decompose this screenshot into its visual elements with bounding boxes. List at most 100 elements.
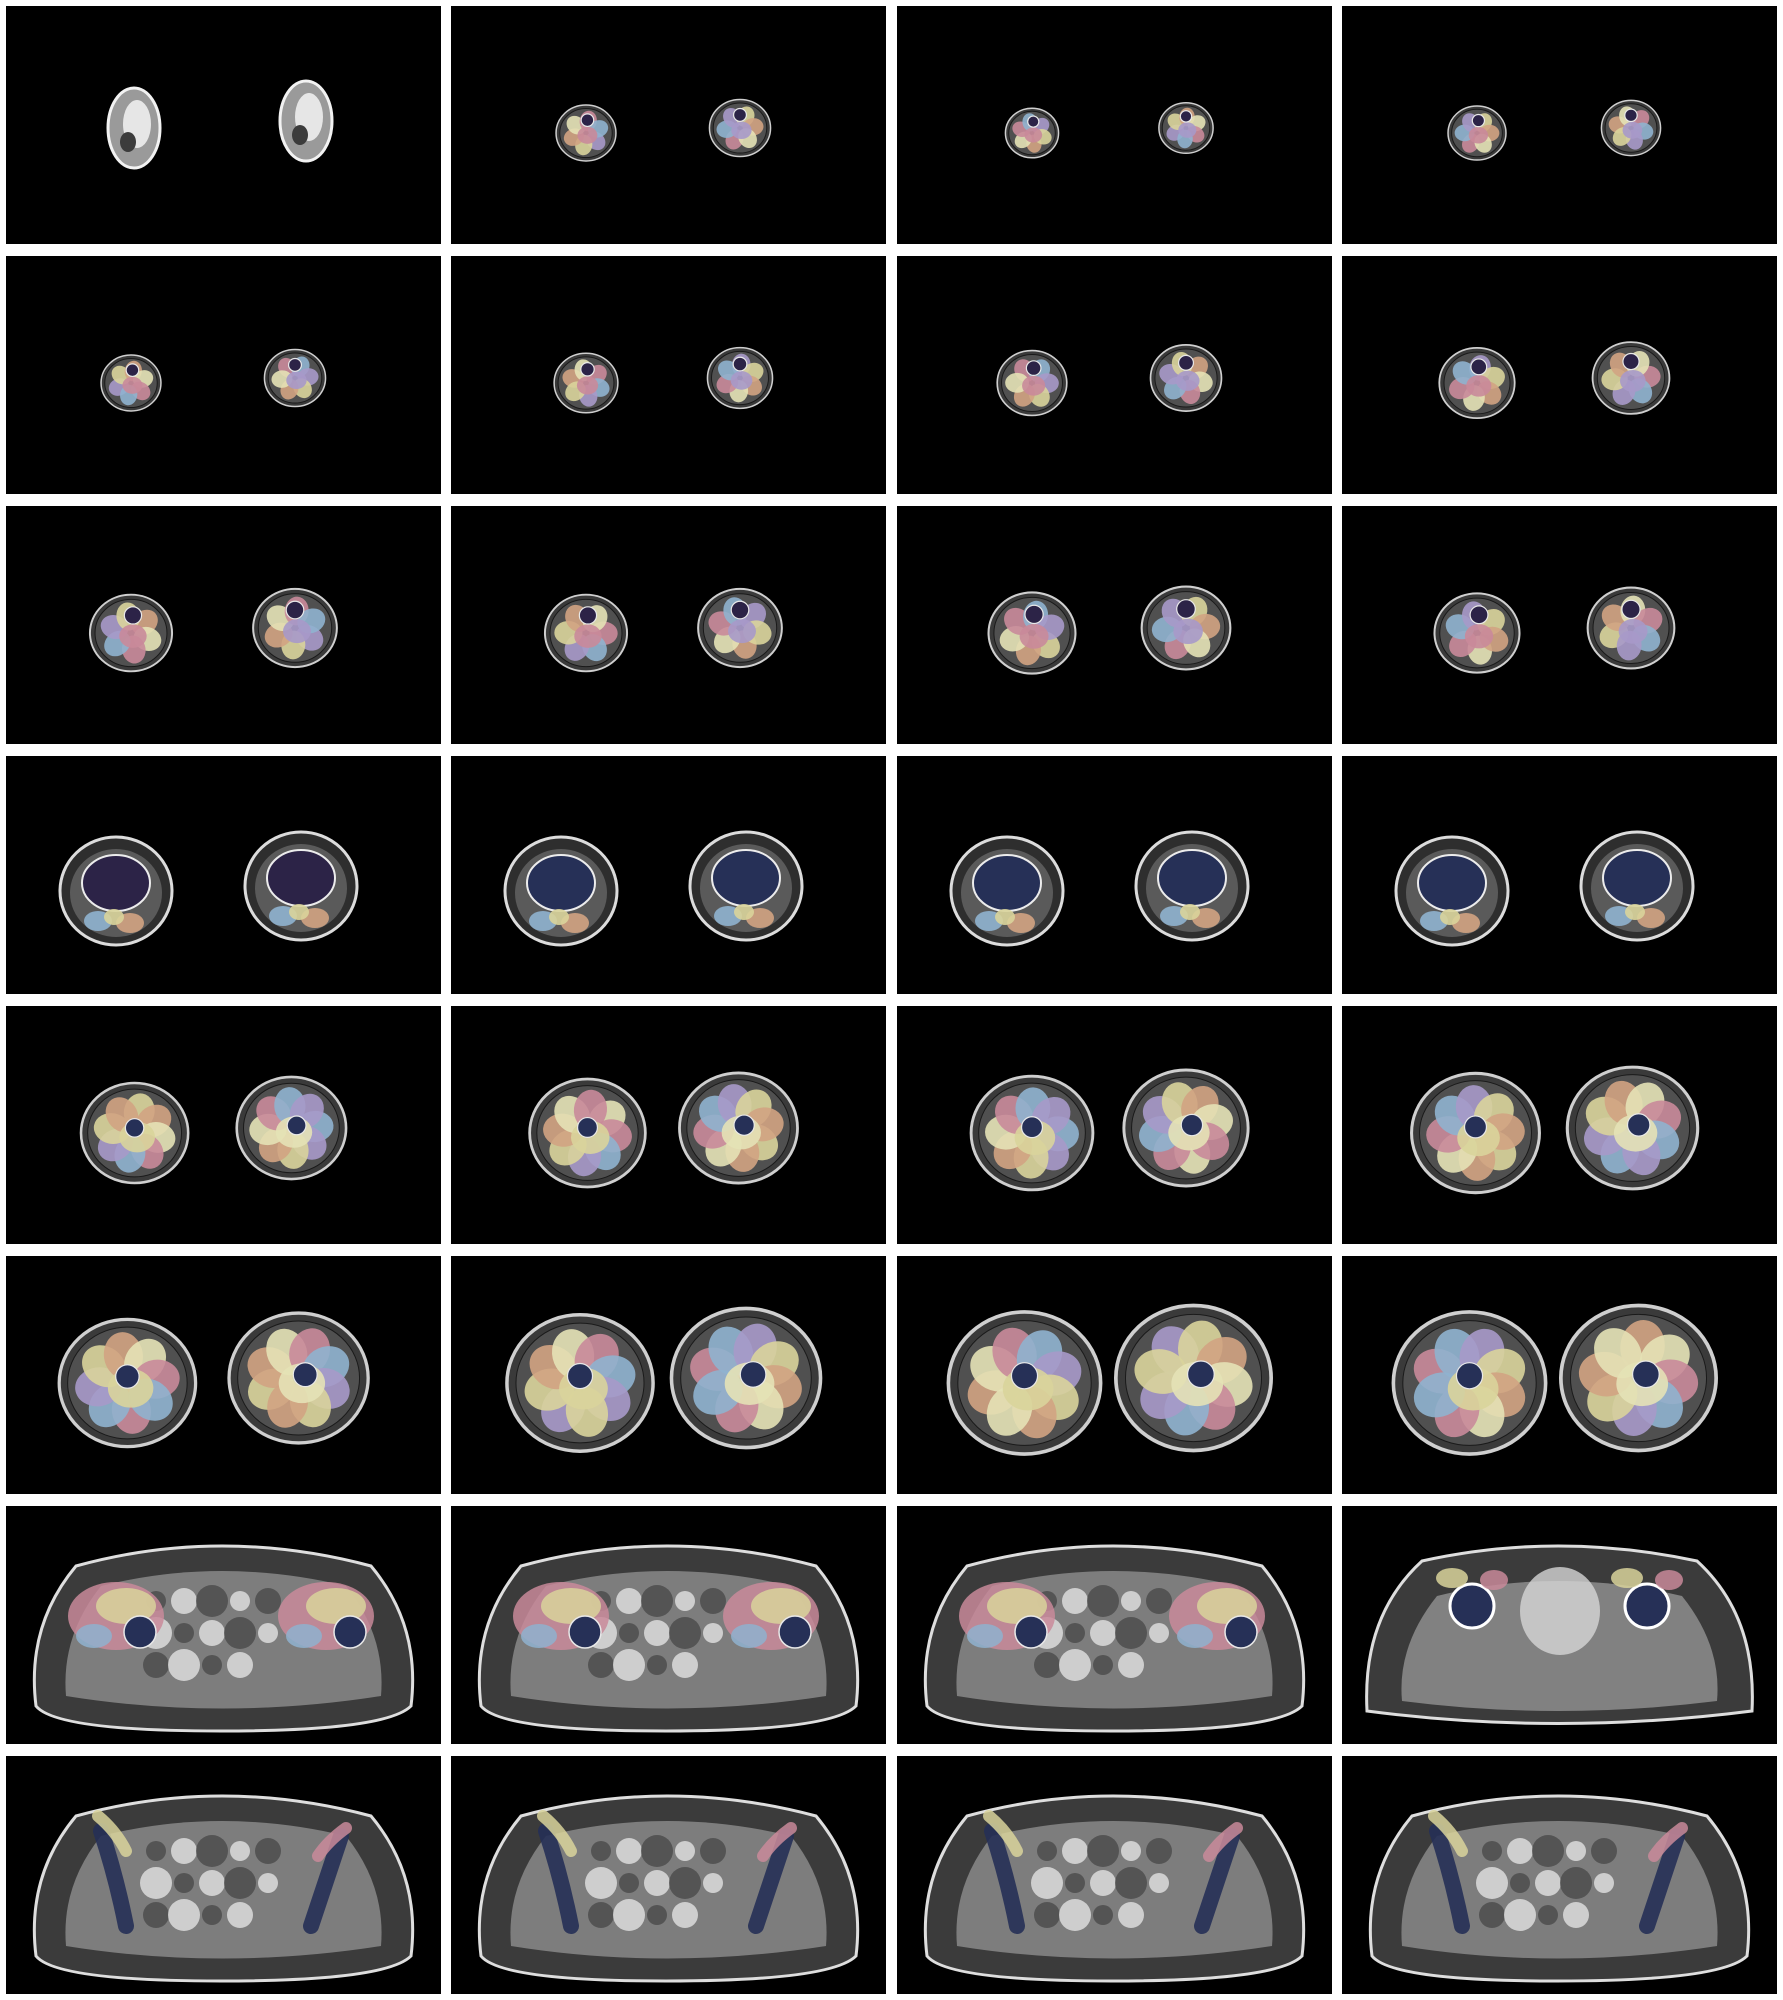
limb-cross-section: [1391, 1310, 1548, 1456]
viscera: [669, 1617, 701, 1649]
femoral-head: [1014, 1615, 1048, 1649]
viscera: [1059, 1899, 1091, 1931]
tissue: [120, 132, 136, 152]
knee-cross-section: [58, 835, 174, 947]
knee-cross-section: [1579, 830, 1695, 942]
femoral-head: [1224, 1615, 1258, 1649]
mri-slice-image: [1447, 99, 1662, 161]
mri-slice-image: [88, 587, 338, 673]
abdomen-cross-section: [477, 1794, 860, 1983]
viscera: [196, 1835, 228, 1867]
mri-slice-panel: [451, 256, 886, 494]
viscera: [644, 1620, 670, 1646]
fascia-outline: [1443, 351, 1511, 415]
bone: [1024, 604, 1044, 625]
femur-condyle: [1417, 854, 1487, 912]
muscle-segment: [987, 1588, 1047, 1624]
viscera: [672, 1652, 698, 1678]
bone: [1176, 599, 1196, 619]
limb-cross-section: [946, 1310, 1103, 1456]
mri-slice-panel: [6, 1506, 441, 1744]
viscera: [1115, 1867, 1147, 1899]
mri-slice-image: [528, 1071, 799, 1189]
viscera: [1118, 1902, 1144, 1928]
viscera: [1532, 1835, 1564, 1867]
bone: [580, 113, 595, 128]
mri-slice-panel: [6, 1756, 441, 1994]
viscera: [591, 1841, 611, 1861]
mri-slice-image: [923, 1794, 1306, 1983]
viscera: [619, 1873, 639, 1893]
muscle-segment: [1480, 1570, 1508, 1590]
fascia-outline: [711, 350, 769, 406]
muscle-segment: [734, 904, 754, 920]
soft-tissue: [65, 1821, 382, 1959]
muscle-segment: [1611, 1568, 1643, 1588]
bladder: [1520, 1567, 1600, 1655]
muscle-segment: [537, 1810, 577, 1857]
mri-slice-panel: [1342, 256, 1777, 494]
fascia-outline: [957, 1320, 1092, 1446]
limb-cross-section: [88, 593, 174, 673]
muscle-segment: [96, 1588, 156, 1624]
femur-condyle: [972, 854, 1042, 912]
fascia-outline: [1001, 354, 1063, 412]
fascia-outline: [549, 598, 623, 668]
viscera: [1034, 1652, 1060, 1678]
limb-cross-section: [1158, 101, 1214, 155]
mri-slice-image: [555, 98, 772, 162]
mri-slice-panel: [897, 756, 1332, 994]
bone: [578, 606, 598, 625]
muscle-segment: [1022, 375, 1046, 396]
mri-slice-panel: [1342, 6, 1777, 244]
fascia-outline: [1574, 1074, 1691, 1182]
limb-cross-section: [1559, 1303, 1718, 1453]
muscle-segment: [576, 376, 599, 395]
viscera: [647, 1905, 667, 1925]
femoral-head: [333, 1615, 367, 1649]
viscera: [1065, 1623, 1085, 1643]
viscera: [143, 1652, 169, 1678]
fascia-outline: [1439, 597, 1515, 669]
viscera: [619, 1623, 639, 1643]
viscera: [1121, 1841, 1141, 1861]
muscle-segment: [1466, 375, 1492, 397]
limb-cross-section: [1591, 341, 1671, 415]
mri-slice-image: [477, 1544, 860, 1733]
mri-slice-panel: [451, 1006, 886, 1244]
muscle-segment: [122, 376, 143, 394]
limb-cross-section: [1433, 592, 1521, 674]
limb-cross-section: [697, 587, 783, 669]
iliac-muscle: [748, 1828, 794, 1934]
mri-slice-image: [923, 1544, 1306, 1733]
fascia-outline: [267, 352, 323, 404]
viscera: [1563, 1902, 1589, 1928]
viscera: [616, 1588, 642, 1614]
viscera: [258, 1623, 278, 1643]
muscle-segment: [1203, 1822, 1243, 1862]
limb-cross-section: [252, 587, 338, 669]
muscle-segment: [1175, 370, 1200, 391]
viscera: [1087, 1835, 1119, 1867]
muscle-segment: [1468, 126, 1489, 144]
mri-slice-image: [32, 1544, 415, 1733]
viscera: [255, 1588, 281, 1614]
viscera: [613, 1899, 645, 1931]
bone: [1622, 352, 1640, 371]
bone: [580, 362, 595, 377]
iliac-muscle: [303, 1828, 349, 1934]
femur-condyle: [1602, 849, 1672, 907]
viscera: [1031, 1867, 1063, 1899]
mri-slice-image: [1410, 1065, 1700, 1195]
mri-slice-image: [58, 830, 359, 947]
viscera: [1062, 1838, 1088, 1864]
muscle-segment: [119, 624, 147, 648]
limb-cross-section: [263, 348, 327, 408]
viscera: [1034, 1902, 1060, 1928]
viscera: [1062, 1588, 1088, 1614]
viscera: [1037, 1841, 1057, 1861]
limb-cross-section: [1586, 586, 1676, 670]
limb-cross-section: [235, 1075, 348, 1181]
fascia-outline: [559, 107, 613, 159]
